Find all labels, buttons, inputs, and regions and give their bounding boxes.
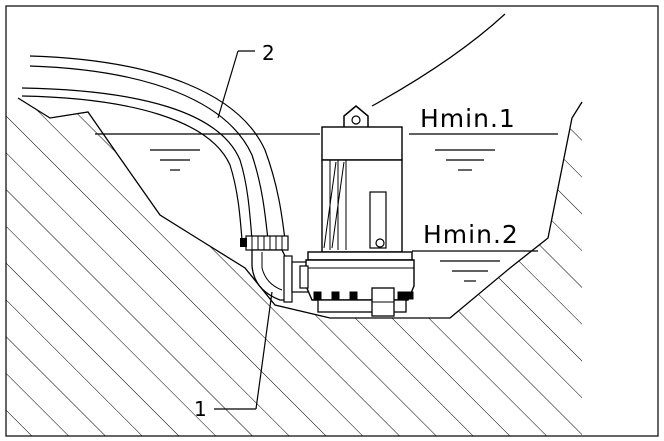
hose-clamp [240,235,289,251]
label-hmin1: Hmin.1 [420,104,516,133]
label-hmin2: Hmin.2 [423,220,519,249]
leader-line-2 [217,50,255,119]
upper-arc [371,13,506,107]
water-level-hmin2 [412,250,538,282]
callout-label-1: 1 [194,397,207,421]
water-level-hmin1 [95,133,558,171]
leader-line-1 [214,291,273,410]
callout-label-2: 2 [262,41,275,65]
discharge-hose [21,55,286,241]
submersible-pump [299,105,415,317]
